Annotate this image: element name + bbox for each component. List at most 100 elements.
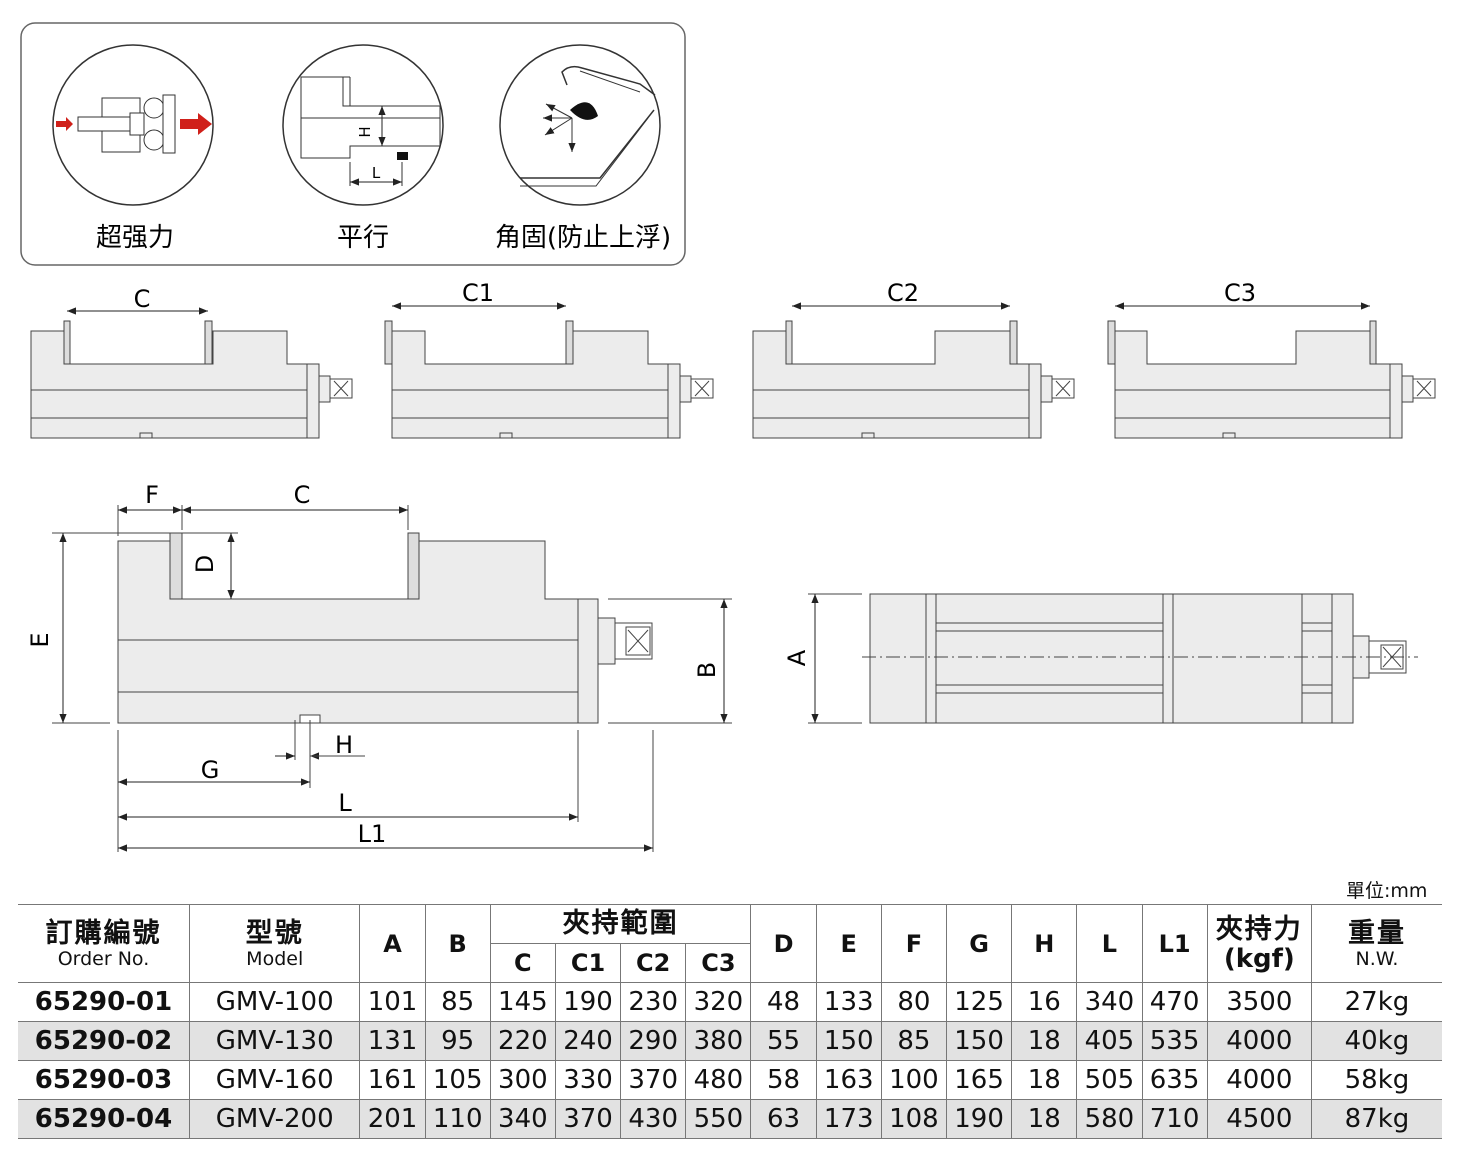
cell-order-no: 65290-01 bbox=[18, 982, 190, 1022]
cell-c2: 290 bbox=[620, 1021, 687, 1061]
cell-g: 165 bbox=[945, 1060, 1013, 1100]
feature-label-angle-lock: 角固(防止上浮) bbox=[495, 223, 671, 253]
cell-h: 18 bbox=[1011, 1021, 1078, 1061]
cell-c: 300 bbox=[489, 1060, 556, 1100]
cell-d: 55 bbox=[750, 1021, 817, 1061]
cell-weight: 40kg bbox=[1310, 1021, 1442, 1061]
cell-g: 150 bbox=[945, 1021, 1013, 1061]
cell-h: 18 bbox=[1011, 1099, 1078, 1139]
dim-label-f: F bbox=[145, 481, 159, 509]
header-g: G bbox=[945, 904, 1013, 983]
force-icon bbox=[52, 44, 214, 206]
cell-c3: 480 bbox=[685, 1060, 752, 1100]
cell-order-no: 65290-03 bbox=[18, 1060, 190, 1100]
header-c1: C1 bbox=[554, 943, 622, 983]
cell-e: 150 bbox=[815, 1021, 882, 1061]
cell-clamp-force: 3500 bbox=[1206, 982, 1312, 1022]
feature-label-force: 超强力 bbox=[96, 223, 174, 253]
cell-weight: 58kg bbox=[1310, 1060, 1442, 1100]
dim-label-h: H bbox=[335, 731, 353, 759]
side-view-drawing: F C D E B H G L L1 bbox=[26, 481, 732, 852]
cell-g: 190 bbox=[945, 1099, 1013, 1139]
cell-order-no: 65290-04 bbox=[18, 1099, 190, 1139]
header-c3: C3 bbox=[685, 943, 752, 983]
cell-clamp-force: 4000 bbox=[1206, 1021, 1312, 1061]
parallel-l-label: L bbox=[372, 164, 381, 182]
range-diagram-c: C bbox=[30, 285, 353, 439]
header-e: E bbox=[815, 904, 882, 983]
range-diagram-c1: C1 bbox=[384, 279, 714, 439]
cell-c2: 430 bbox=[620, 1099, 687, 1139]
cell-d: 58 bbox=[750, 1060, 817, 1100]
header-b: B bbox=[424, 904, 491, 983]
parallel-h-label: H bbox=[356, 126, 374, 137]
cell-model: GMV-200 bbox=[188, 1099, 361, 1139]
cell-l: 340 bbox=[1076, 982, 1143, 1022]
cell-c1: 240 bbox=[554, 1021, 622, 1061]
cell-order-no: 65290-02 bbox=[18, 1021, 190, 1061]
header-l1: L1 bbox=[1141, 904, 1208, 983]
cell-c2: 370 bbox=[620, 1060, 687, 1100]
header-d: D bbox=[750, 904, 817, 983]
cell-e: 163 bbox=[815, 1060, 882, 1100]
cell-h: 16 bbox=[1011, 982, 1078, 1022]
range-label-c3: C3 bbox=[1224, 279, 1256, 307]
cell-c3: 550 bbox=[685, 1099, 752, 1139]
cell-a: 131 bbox=[359, 1021, 426, 1061]
cell-d: 63 bbox=[750, 1099, 817, 1139]
cell-c: 220 bbox=[489, 1021, 556, 1061]
cell-h: 18 bbox=[1011, 1060, 1078, 1100]
range-label-c2: C2 bbox=[887, 279, 919, 307]
dim-label-a: A bbox=[783, 649, 811, 666]
cell-clamp-force: 4000 bbox=[1206, 1060, 1312, 1100]
cell-f: 80 bbox=[880, 982, 947, 1022]
header-f: F bbox=[880, 904, 947, 983]
cell-weight: 87kg bbox=[1310, 1099, 1442, 1139]
parallel-icon: H L bbox=[282, 44, 444, 206]
range-label-c1: C1 bbox=[462, 279, 494, 307]
cell-a: 201 bbox=[359, 1099, 426, 1139]
cell-l1: 470 bbox=[1141, 982, 1208, 1022]
cell-b: 105 bbox=[424, 1060, 491, 1100]
cell-a: 161 bbox=[359, 1060, 426, 1100]
cell-c: 145 bbox=[489, 982, 556, 1022]
feature-panel: 超强力 H L 平行 bbox=[20, 22, 686, 266]
header-c2: C2 bbox=[620, 943, 687, 983]
unit-note: 單位:mm bbox=[1346, 880, 1428, 902]
cell-c1: 330 bbox=[554, 1060, 622, 1100]
cell-model: GMV-160 bbox=[188, 1060, 361, 1100]
cell-e: 133 bbox=[815, 982, 882, 1022]
cell-b: 85 bbox=[424, 982, 491, 1022]
top-view-drawing: A bbox=[783, 593, 1418, 724]
cell-g: 125 bbox=[945, 982, 1013, 1022]
dim-label-g: G bbox=[201, 756, 220, 784]
cell-l: 405 bbox=[1076, 1021, 1143, 1061]
cell-l: 505 bbox=[1076, 1060, 1143, 1100]
technical-drawings: 超强力 H L 平行 bbox=[20, 22, 1436, 852]
cell-c3: 320 bbox=[685, 982, 752, 1022]
cell-c1: 370 bbox=[554, 1099, 622, 1139]
cell-weight: 27kg bbox=[1310, 982, 1442, 1022]
cell-l1: 535 bbox=[1141, 1021, 1208, 1061]
cell-c1: 190 bbox=[554, 982, 622, 1022]
cell-l1: 635 bbox=[1141, 1060, 1208, 1100]
cell-c: 340 bbox=[489, 1099, 556, 1139]
cell-l1: 710 bbox=[1141, 1099, 1208, 1139]
cell-f: 85 bbox=[880, 1021, 947, 1061]
header-l: L bbox=[1076, 904, 1143, 983]
angle-lock-icon bbox=[499, 44, 661, 206]
cell-e: 173 bbox=[815, 1099, 882, 1139]
cell-model: GMV-100 bbox=[188, 982, 361, 1022]
header-c: C bbox=[489, 943, 556, 983]
header-a: A bbox=[359, 904, 426, 983]
range-label-c: C bbox=[134, 285, 151, 313]
dim-label-d: D bbox=[191, 555, 219, 573]
cell-a: 101 bbox=[359, 982, 426, 1022]
